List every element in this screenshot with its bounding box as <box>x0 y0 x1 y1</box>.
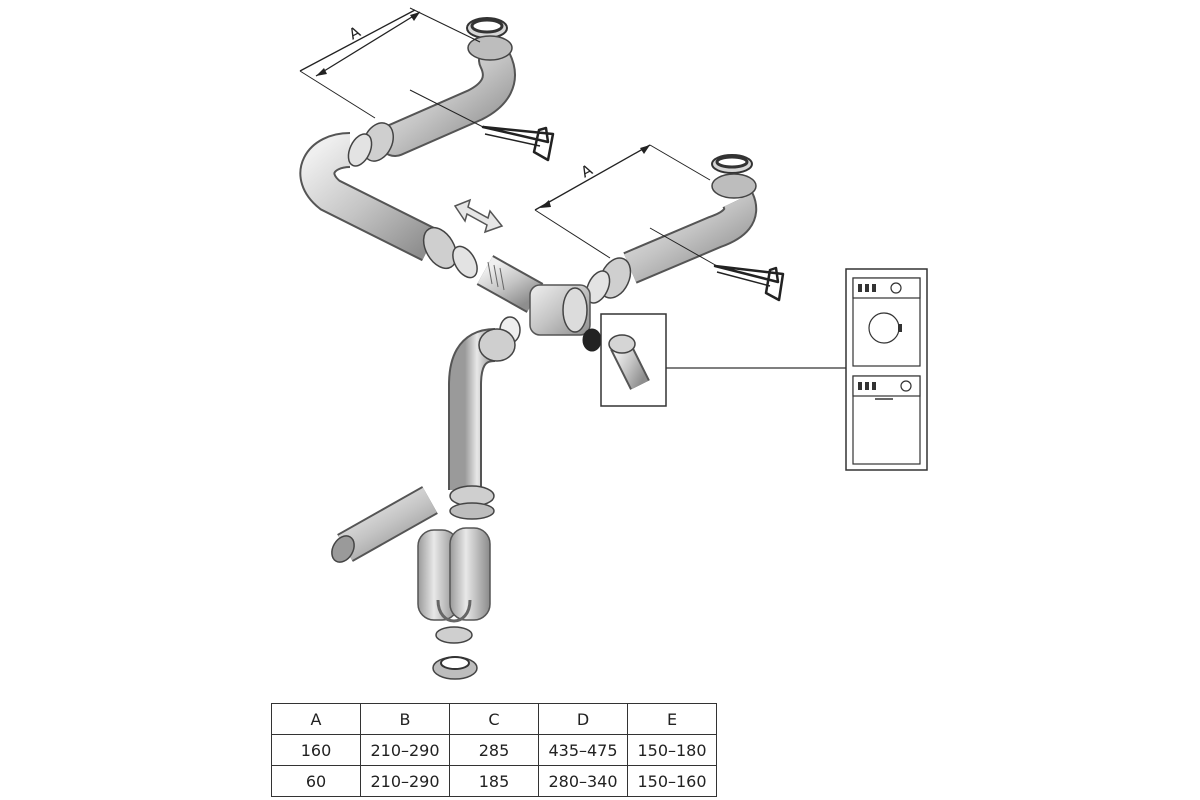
washing-machine-icon <box>852 277 921 367</box>
table-cell: 285 <box>449 734 539 766</box>
bottle-trap <box>417 527 491 680</box>
table-row: 60 210–290 185 280–340 150–160 <box>271 765 717 797</box>
column-header-c: C <box>449 703 539 735</box>
upper-right-drain-pipe <box>623 192 758 284</box>
table-cell: 185 <box>449 765 539 797</box>
column-header-d: D <box>538 703 628 735</box>
side-outlet-pipe <box>331 486 438 563</box>
table-row: 160 210–290 285 435–475 150–180 <box>271 734 717 766</box>
column-header-b: B <box>360 703 450 735</box>
dishwasher-icon <box>852 375 921 465</box>
saw-icon <box>409 89 555 162</box>
upper-left-outlet-ring <box>466 17 513 61</box>
upper-right-outlet-ring <box>711 154 757 199</box>
upper-left-drain-pipe <box>299 43 516 262</box>
dimension-label-a-left: A <box>346 22 364 43</box>
dimensions-table: A B C D E 160 210–290 285 435–475 150–18… <box>271 703 717 797</box>
table-cell: 210–290 <box>360 765 450 797</box>
vertical-down-pipe <box>448 328 516 520</box>
appliance-connector <box>600 313 667 407</box>
dimension-a-upper-left: A <box>299 7 481 119</box>
double-arrow-icon <box>453 198 504 234</box>
column-header-a: A <box>271 703 361 735</box>
table-header-row: A B C D E <box>271 703 717 735</box>
column-header-e: E <box>627 703 717 735</box>
saw-icon <box>649 227 785 302</box>
table-cell: 150–180 <box>627 734 717 766</box>
appliance-stack <box>845 268 928 471</box>
table-cell: 160 <box>271 734 361 766</box>
upper-left-nuts <box>347 122 478 279</box>
upper-right-nuts <box>585 257 632 304</box>
table-cell: 60 <box>271 765 361 797</box>
table-cell: 150–160 <box>627 765 717 797</box>
table-cell: 280–340 <box>538 765 628 797</box>
table-cell: 435–475 <box>538 734 628 766</box>
tee-fitting <box>529 284 591 336</box>
table-cell: 210–290 <box>360 734 450 766</box>
telescopic-pipe <box>476 255 544 313</box>
dimension-label-a-right: A <box>578 160 596 181</box>
